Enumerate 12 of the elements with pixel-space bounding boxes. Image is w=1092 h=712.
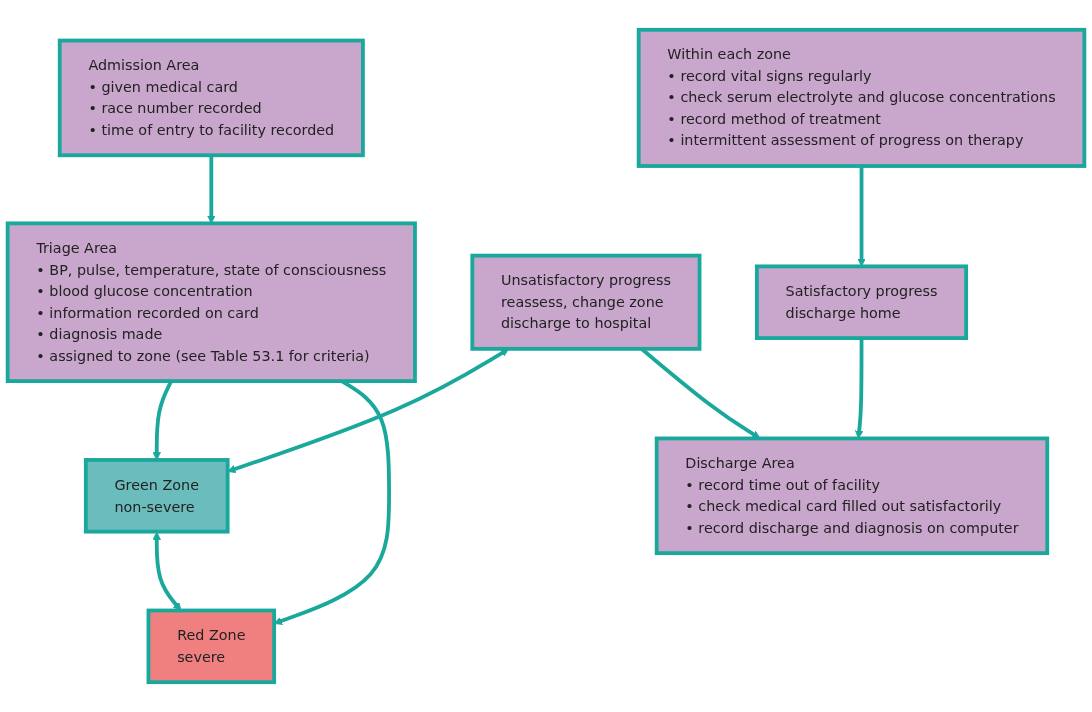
arrow [207,155,216,224]
node-box: Triage Area • BP, pulse, temperature, state of consciousness • blood glucose concentration • information recorded on card • diagnosis made • assigned to zone (see Table 53.1 for criteria) [5,221,417,383]
node-box: Green Zone non-severe [83,458,230,534]
arrow [855,338,864,439]
arrow [857,166,866,267]
node-box: Unsatisfactory progress reassess, change zone discharge to hospital [470,253,702,351]
node-box: Within each zone • record vital signs regularly • check serum electrolyte and glucose concentrations • record method of treatment • intermittent assessment of progress on therapy [636,27,1087,168]
node-box: Admission Area • given medical card • race number recorded • time of entry to facility recorded [57,38,365,158]
arrow [152,531,182,611]
node-box: Satisfactory progress discharge home [755,264,969,340]
node-box: Discharge Area • record time out of facility • check medical card filled out satisfactorily • record discharge and diagnosis on computer [654,436,1050,556]
node-box: Red Zone severe [146,608,277,685]
